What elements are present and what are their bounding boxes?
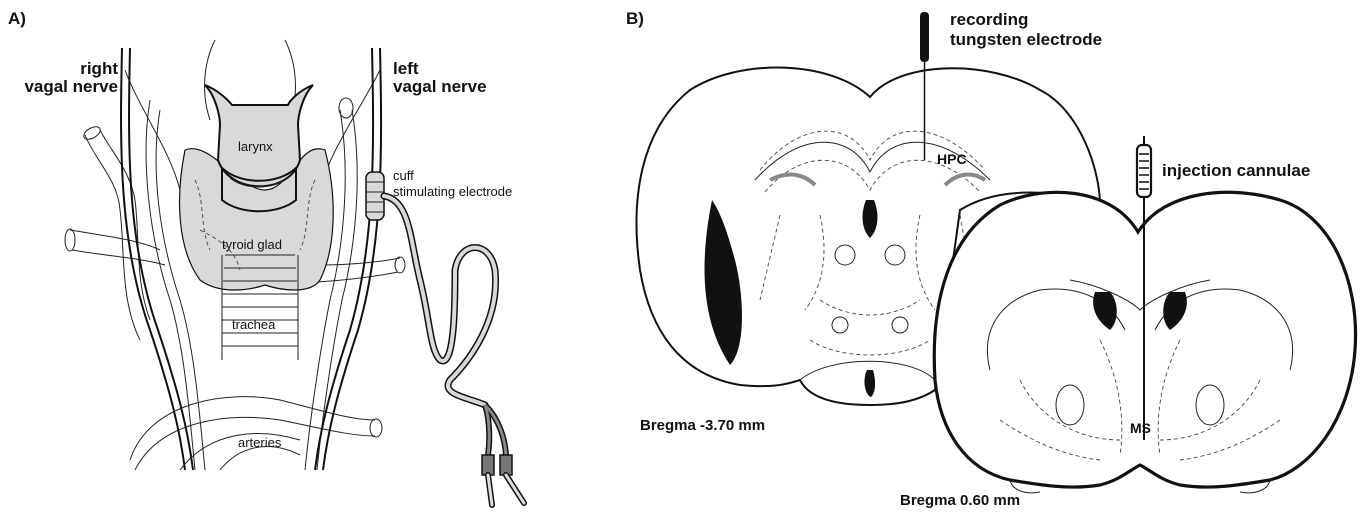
larynx-label: larynx — [238, 140, 273, 154]
hpc-label: HPC — [937, 152, 967, 167]
injection-cannulae-label: injection cannulae — [1162, 162, 1310, 180]
thyroid-gland-label: tyroid glad — [222, 238, 282, 252]
panel-a-letter: A) — [8, 10, 26, 28]
trachea-label: trachea — [232, 318, 275, 332]
recording-electrode-label: recording tungsten electrode — [950, 10, 1102, 51]
right-vagal-nerve-label: right vagal nerve — [8, 60, 118, 96]
bregma-anterior-label: Bregma 0.60 mm — [900, 493, 1020, 509]
left-vagal-nerve-label: left vagal nerve — [393, 60, 487, 96]
neck-anatomy-drawing — [65, 40, 524, 505]
arteries-label: arteries — [238, 436, 281, 450]
ms-label: MS — [1130, 421, 1151, 436]
cuff-electrode-label: cuff stimulating electrode — [393, 168, 512, 201]
panel-b-letter: B) — [626, 10, 644, 28]
bregma-posterior-label: Bregma -3.70 mm — [640, 418, 765, 434]
